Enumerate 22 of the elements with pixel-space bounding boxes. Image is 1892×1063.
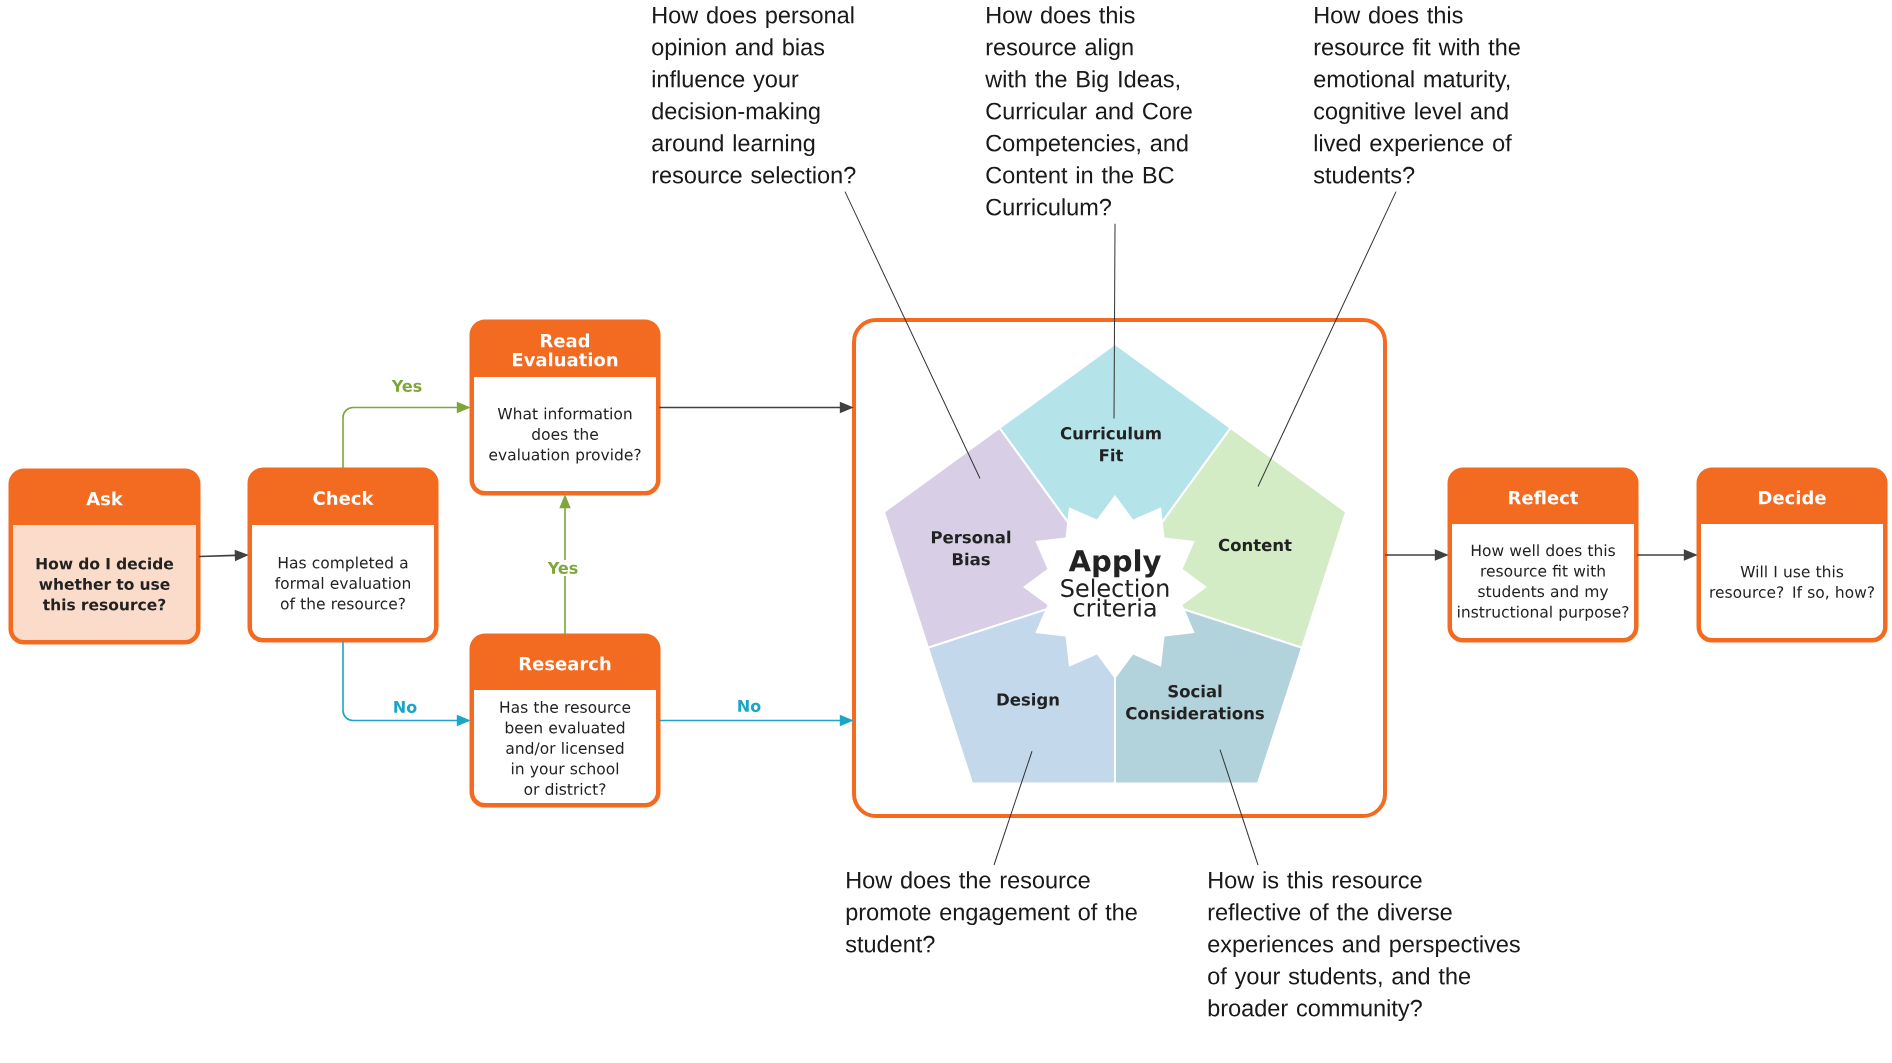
question-text: How does this resource align with the Big Ideas, Curricular and Core Competencies, and Content in the BC Curriculum? xyxy=(985,6,1192,216)
process-box: Reflect How well does this resource fit with students and my instructional purpose? xyxy=(1447,467,1639,643)
edge-label: Yes xyxy=(389,378,425,394)
leader-line xyxy=(1257,191,1397,488)
process-box: Check Has completed a formal evaluation of the resource? xyxy=(247,467,439,643)
question-text: How does personal opinion and bias influence your decision-making around learning resource selection? xyxy=(652,6,856,184)
leader-line xyxy=(1219,749,1259,866)
question-text: How is this resource reflective of the diverse experiences and perspectives of your students, and the broader community? xyxy=(1208,871,1520,1022)
leader-line xyxy=(1113,223,1116,420)
question-text: How does the resource promote engagement of the student? xyxy=(845,871,1137,953)
edge-label: No xyxy=(734,698,764,714)
process-box: Decide Will I use this resource? If so, how? xyxy=(1696,467,1888,643)
process-box: Research Has the resource been evaluated and/or licensed in your school or district? xyxy=(469,633,661,808)
edge-label: Yes xyxy=(545,560,581,576)
edge-label: No xyxy=(390,699,420,715)
leader-line xyxy=(993,750,1033,866)
question-text: How does this resource fit with the emotional maturity, cognitive level and lived experience of students? xyxy=(1313,6,1520,184)
process-box: Read Evaluation What information does the evaluation provide? xyxy=(469,319,661,496)
star-badge: Apply Selection criteria xyxy=(1023,495,1207,679)
frame-box xyxy=(852,318,1387,818)
process-box: Ask How do I decide whether to use this resource? xyxy=(8,468,201,645)
leader-line xyxy=(844,191,981,479)
